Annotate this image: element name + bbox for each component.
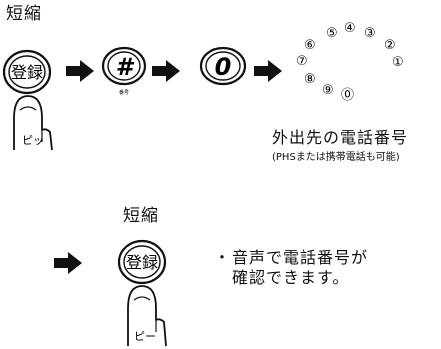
dial-digit-8: ⑧	[304, 72, 316, 87]
register-key-label-step1: 登録	[11, 63, 43, 82]
dial-digit-2: ②	[384, 38, 396, 53]
note-line-2: 確認できます。	[232, 268, 350, 287]
dial-digit-3: ③	[364, 26, 376, 41]
arrow-icon-1	[66, 60, 94, 82]
register-key-step2: 登録	[117, 239, 167, 285]
beep-text-step2: ピー	[134, 330, 156, 343]
zero-key-label: 0	[215, 53, 232, 81]
dial-digit-1: ①	[392, 55, 404, 70]
dial-digit-9: ⑨	[322, 83, 334, 98]
beep-text-step1: ピッ	[22, 134, 44, 147]
dial-digit-0: ⓪	[341, 88, 354, 103]
short-label-step2: 短縮	[123, 206, 159, 226]
register-key-step1: 登録	[2, 49, 52, 95]
caption-phs-note: (PHSまたは携帯電話も可能)	[272, 152, 400, 163]
note-line-1: 音声で電話番号が	[232, 248, 369, 267]
register-key-label-step2: 登録	[126, 253, 158, 272]
short-label-step1: 短縮	[6, 4, 42, 24]
note-bullet: ・	[214, 248, 232, 267]
zero-key: 0	[199, 46, 247, 86]
arrow-icon-4	[54, 252, 82, 274]
hash-key: # 番号	[101, 46, 147, 96]
finger-icon-step2: ピー	[127, 285, 167, 347]
hash-key-label: #	[116, 53, 135, 81]
arrow-icon-3	[254, 60, 282, 82]
dial-digit-7: ⑦	[296, 54, 308, 69]
caption-outside-number: 外出先の電話番号	[272, 128, 409, 147]
dial-digit-6: ⑥	[304, 38, 316, 53]
dial-digit-4: ④	[344, 21, 356, 36]
finger-icon-step1: ピッ	[13, 95, 53, 151]
dial-digit-5: ⑤	[326, 26, 338, 41]
arrow-icon-2	[152, 60, 180, 82]
hash-key-sublabel: 番号	[119, 89, 129, 96]
dial-digits: ⑤ ④ ③ ⑥ ② ⑦ ① ⑧ ⑨ ⓪	[296, 21, 404, 103]
